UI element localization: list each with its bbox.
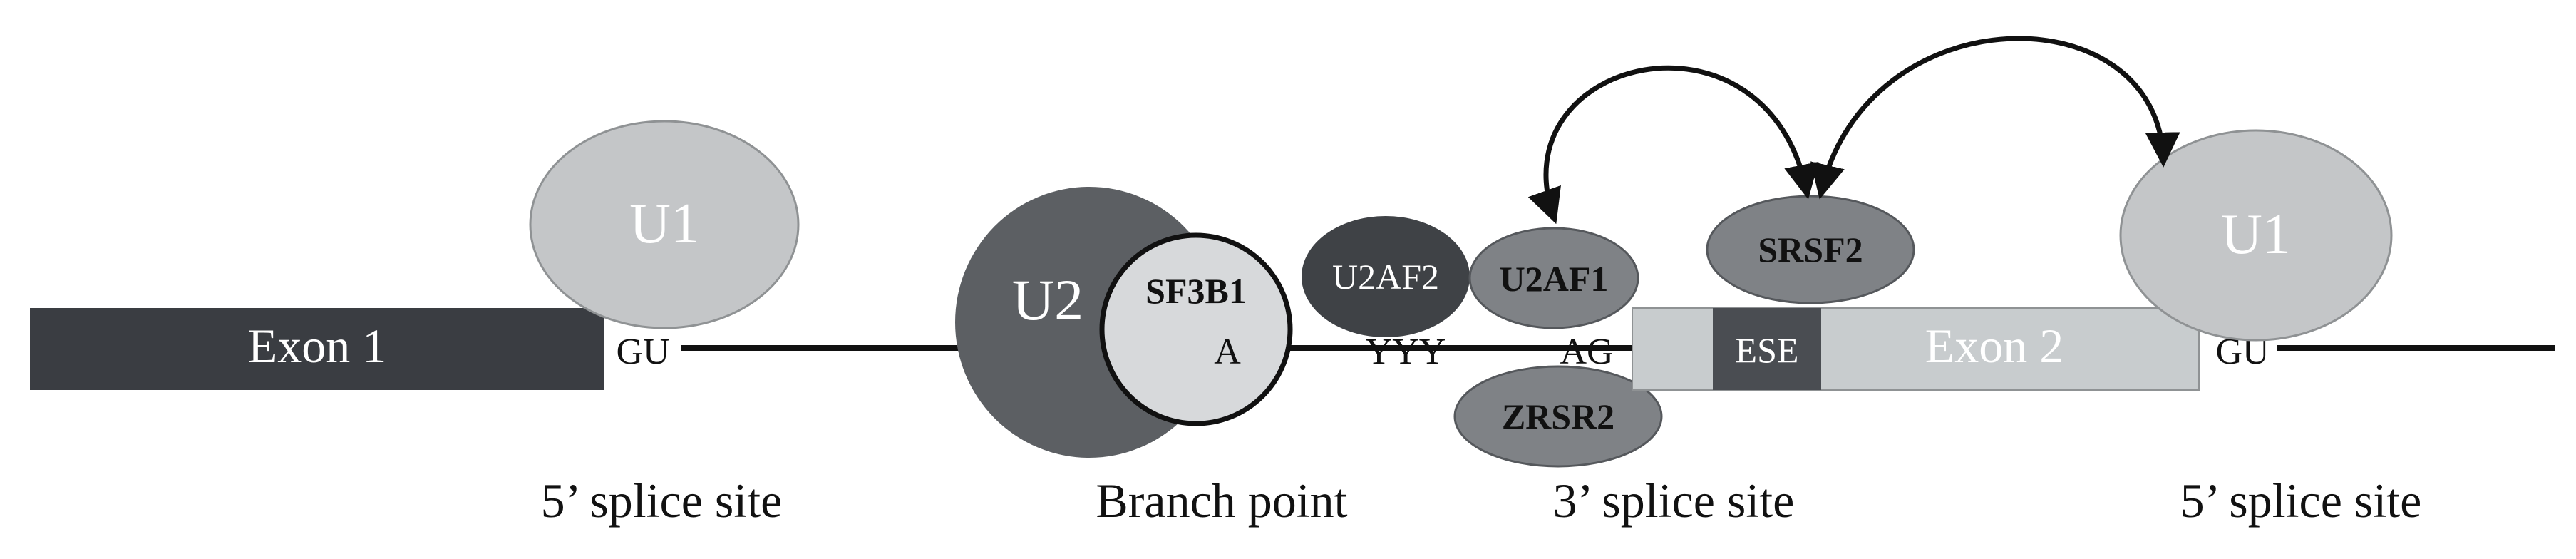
five-prime-splice-site-right-label: 5’ splice site (2180, 473, 2422, 528)
u2af1-label: U2AF1 (1500, 259, 1609, 299)
u2af2-ellipse (1302, 216, 1470, 337)
three-prime-splice-site-label: 3’ splice site (1553, 473, 1795, 528)
ese-box (1713, 308, 1821, 390)
u2af2-label: U2AF2 (1332, 257, 1439, 297)
sf3b1-label: SF3B1 (1145, 271, 1247, 311)
u1-right-ellipse (2119, 129, 2393, 342)
exon-1-box (30, 308, 604, 390)
branch-point-label: Branch point (1096, 473, 1347, 528)
u2-label: U2 (1012, 267, 1083, 332)
exon-1-label: Exon 1 (248, 319, 387, 373)
u1-left-ellipse (529, 120, 800, 329)
zrsr2-ellipse (1453, 365, 1663, 468)
five-prime-splice-site-left-label: 5’ splice site (541, 473, 783, 528)
sf3b1-circle (1099, 232, 1293, 426)
gu-left-label: GU (616, 332, 669, 372)
zrsr2-label: ZRSR2 (1502, 396, 1614, 436)
yyy-label: YYY (1366, 332, 1446, 372)
ag-label: AG (1560, 332, 1613, 372)
srsf2-label: SRSF2 (1758, 230, 1863, 270)
exon-2-label: Exon 2 (1925, 319, 2064, 373)
u1-right-label: U1 (2221, 203, 2291, 266)
arrow-srsf2-u1 (1810, 36, 2180, 200)
u1-left-label: U1 (629, 193, 699, 255)
arrow-u2af1-srsf2 (1527, 65, 1819, 225)
branch-a-label: A (1214, 332, 1241, 372)
ese-label: ESE (1736, 330, 1799, 370)
u2af1-ellipse (1468, 227, 1639, 329)
